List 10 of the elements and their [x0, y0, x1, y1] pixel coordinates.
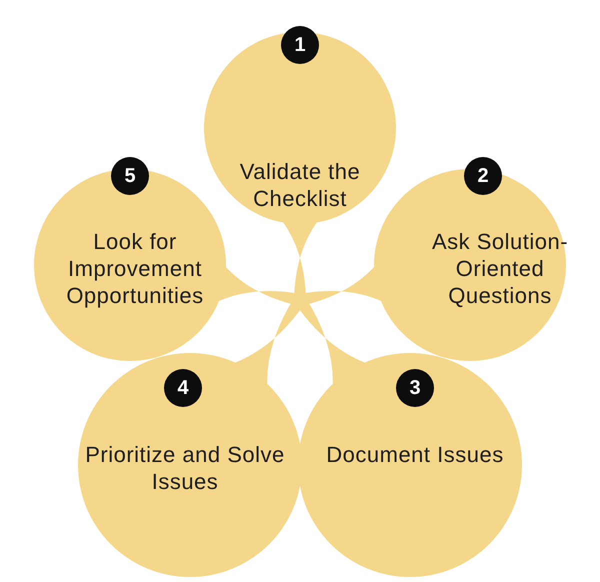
step-number-badge: 2 [464, 157, 502, 195]
step-label: Prioritize and Solve Issues [84, 441, 286, 495]
step-label: Look for Improvement Opportunities [65, 228, 205, 309]
step-number-badge: 1 [281, 26, 319, 64]
step-number-badge: 4 [164, 369, 202, 407]
step-label: Ask Solution-Oriented Questions [430, 228, 570, 309]
step-label: Document Issues [325, 441, 505, 468]
step-number-badge: 5 [111, 157, 149, 195]
step-label: Validate the Checklist [238, 158, 362, 212]
step-number-badge: 3 [396, 369, 434, 407]
